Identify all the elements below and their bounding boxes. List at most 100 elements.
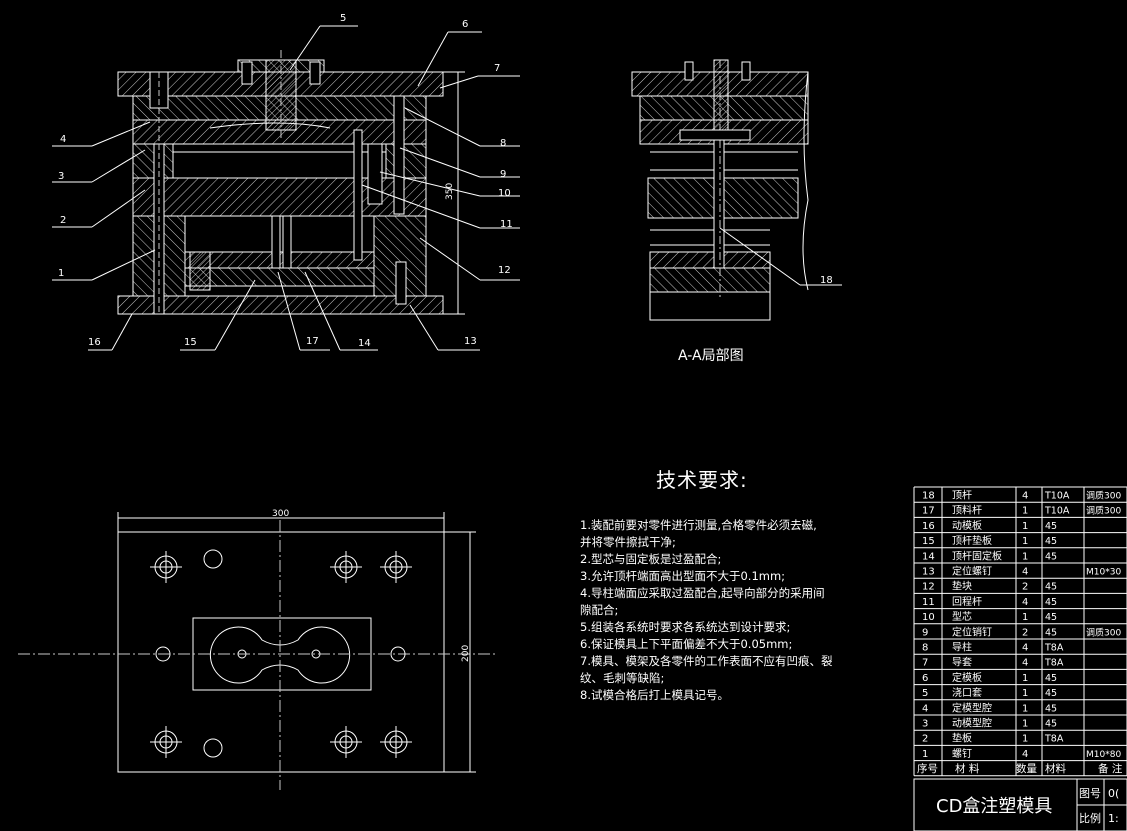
bom-qty: 4 xyxy=(1022,491,1028,502)
bom-material: T8A xyxy=(1044,658,1064,669)
callout-6: 6 xyxy=(462,19,468,30)
bom-material: 45 xyxy=(1045,521,1057,532)
bom-name: 型芯 xyxy=(952,610,972,623)
bom-note: 调质300 xyxy=(1086,505,1121,517)
bom-header-cell: 材 料 xyxy=(955,762,980,775)
callout-13: 13 xyxy=(464,336,477,347)
tech-item: 1.装配前要对零件进行测量,合格零件必须去磁, xyxy=(580,518,817,532)
bom-note: M10*80 xyxy=(1086,750,1121,760)
bom-qty: 4 xyxy=(1022,643,1028,654)
callout-15: 15 xyxy=(184,337,197,348)
bom-name: 定位螺钉 xyxy=(952,565,992,578)
bom-material: T10A xyxy=(1044,506,1070,517)
title-block xyxy=(913,778,1127,831)
callout-3: 3 xyxy=(58,171,64,182)
bom-name: 垫块 xyxy=(952,580,972,593)
bom-name: 定模型腔 xyxy=(952,701,992,714)
bom-qty: 1 xyxy=(1022,688,1028,699)
dim-height: 350 xyxy=(445,183,455,200)
bom-qty: 4 xyxy=(1022,658,1028,669)
callout-5: 5 xyxy=(340,13,346,24)
bom-header-cell: 数量 xyxy=(1016,762,1038,775)
tech-item: 隙配合; xyxy=(580,603,619,617)
bom-no: 2 xyxy=(922,734,928,745)
callout-12: 12 xyxy=(498,265,511,276)
tech-item: 2.型芯与固定板是过盈配合; xyxy=(580,552,722,566)
callout-leaders xyxy=(52,25,520,351)
bom-name: 定模板 xyxy=(952,671,982,684)
bom-qty: 4 xyxy=(1022,597,1028,608)
bom-no: 14 xyxy=(922,551,935,562)
bom-material: T8A xyxy=(1044,643,1064,654)
bom-material: 45 xyxy=(1045,673,1057,684)
bom-qty: 1 xyxy=(1022,551,1028,562)
plan-view: 300 200 xyxy=(18,509,495,790)
bom-table xyxy=(913,486,1127,777)
callout-1: 1 xyxy=(58,268,64,279)
tech-requirements-title: 技术要求: xyxy=(656,468,748,492)
bom-name: 导柱 xyxy=(952,641,972,654)
bom-note: 调质300 xyxy=(1086,490,1121,502)
callout-11: 11 xyxy=(500,219,513,230)
plan-outline xyxy=(117,531,445,773)
scale-label: 比例 xyxy=(1079,811,1101,825)
scale-value: 1: xyxy=(1108,812,1119,825)
bom-material: 45 xyxy=(1045,582,1057,593)
bom-name: 导套 xyxy=(952,656,972,669)
bom-qty: 4 xyxy=(1022,567,1028,578)
bom-qty: 4 xyxy=(1022,749,1028,760)
bom-no: 18 xyxy=(922,491,935,502)
bom-material: 45 xyxy=(1045,719,1057,730)
bom-qty: 1 xyxy=(1022,536,1028,547)
bom-no: 6 xyxy=(922,673,928,684)
bom-qty: 1 xyxy=(1022,612,1028,623)
bom-material: 45 xyxy=(1045,627,1057,638)
bom-name: 垫板 xyxy=(952,732,972,745)
bom-no: 9 xyxy=(922,627,928,638)
bom-material: 45 xyxy=(1045,703,1057,714)
bom-qty: 1 xyxy=(1022,506,1028,517)
bom-material: 45 xyxy=(1045,688,1057,699)
bom-no: 12 xyxy=(922,582,935,593)
drawing-no-label: 图号 xyxy=(1079,787,1101,800)
bom-note: 调质300 xyxy=(1086,626,1121,638)
bom-name: 动模板 xyxy=(952,519,982,532)
dim-plan-width: 300 xyxy=(272,509,289,519)
bom-material: T10A xyxy=(1044,491,1070,502)
callout-14: 14 xyxy=(358,338,371,349)
bom-name: 螺钉 xyxy=(952,748,972,760)
bom-no: 17 xyxy=(922,506,935,517)
callout-7: 7 xyxy=(494,63,500,74)
bom-name: 浇口套 xyxy=(952,686,982,699)
callout-8: 8 xyxy=(500,138,506,149)
callout-17: 17 xyxy=(306,336,319,347)
callout-18: 18 xyxy=(820,275,833,286)
guide-pillar-right xyxy=(393,95,405,215)
tech-item: 4.导柱端面应采取过盈配合,起导向部分的采用间 xyxy=(580,586,825,600)
tech-item: 3.允许顶杆端面高出型面不大于0.1mm; xyxy=(580,569,786,583)
tech-item: 并将零件擦拭干净; xyxy=(580,535,676,549)
bom-no: 4 xyxy=(922,703,928,714)
tech-item: 7.模具、模架及各零件的工作表面不应有凹痕、裂 xyxy=(580,654,833,668)
callout-16: 16 xyxy=(88,337,101,348)
bom-no: 5 xyxy=(922,688,928,699)
bom-no: 8 xyxy=(922,643,928,654)
section-aa-detail xyxy=(631,59,842,321)
bom-header-cell: 序号 xyxy=(917,762,938,775)
bom-name: 定位销钉 xyxy=(952,625,992,638)
bom-no: 13 xyxy=(922,567,935,578)
main-section-view: 350 xyxy=(117,50,465,315)
callout-4: 4 xyxy=(60,134,66,145)
bom-no: 16 xyxy=(922,521,935,532)
bom-qty: 1 xyxy=(1022,719,1028,730)
tech-item: 8.试模合格后打上模具记号。 xyxy=(580,688,729,702)
tech-item: 纹、毛刺等缺陷; xyxy=(580,671,665,685)
bom-name: 顶杆固定板 xyxy=(952,549,1002,562)
bom-name: 回程杆 xyxy=(952,596,982,608)
callout-9: 9 xyxy=(500,169,506,180)
title-block-name: CD盒注塑模具 xyxy=(936,796,1052,817)
callout-numbers: 4 3 2 1 5 6 7 8 9 10 11 12 16 15 17 14 1… xyxy=(58,13,833,349)
section-caption: A-A局部图 xyxy=(678,348,744,364)
